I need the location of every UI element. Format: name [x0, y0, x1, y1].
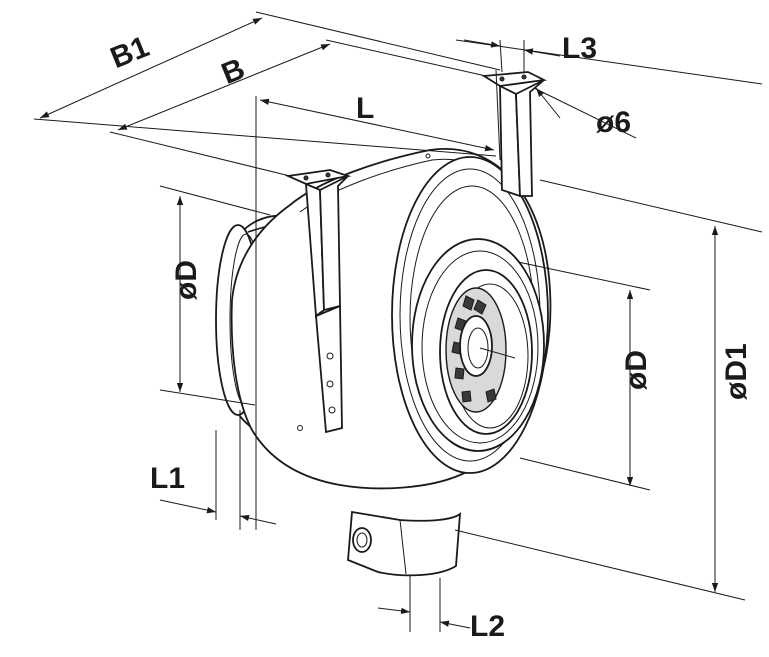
terminal-box [347, 510, 462, 577]
label-hole-diameter: ø6 [596, 106, 631, 139]
left-mounting-bracket [284, 169, 352, 434]
label-l3: L3 [562, 32, 597, 65]
label-l2: L2 [470, 610, 505, 643]
dimension-lines [39, 17, 719, 629]
impeller [445, 287, 516, 413]
label-l1: L1 [150, 462, 185, 495]
right-mounting-bracket [425, 71, 548, 198]
label-b: B [217, 52, 249, 91]
label-b1: B1 [106, 30, 154, 75]
label-diameter-outlet: øD [620, 350, 653, 390]
label-diameter-inlet: øD [170, 260, 203, 300]
label-diameter-housing: øD1 [720, 343, 753, 400]
label-l: L [356, 92, 374, 125]
fan-body [215, 71, 552, 577]
